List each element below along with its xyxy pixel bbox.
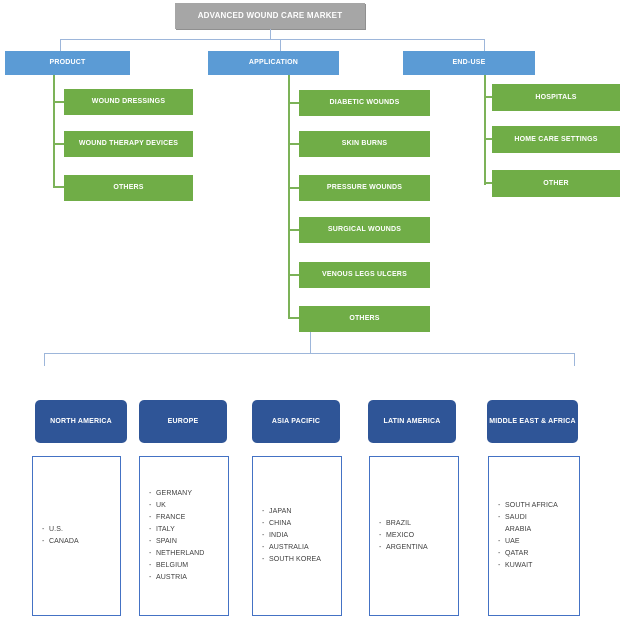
country-item: UAE — [498, 536, 576, 548]
connector-line — [288, 274, 299, 276]
branch-node-label: APPLICATION — [248, 59, 299, 67]
segment-node-venous-legs-ulcers: VENOUS LEGS ULCERS — [299, 262, 430, 288]
country-list: GERMANY UK FRANCE ITALY SPAIN NETHERLAND… — [140, 488, 228, 584]
country-item: GERMANY — [149, 488, 225, 500]
segment-node-label: OTHERS — [349, 315, 380, 323]
connector-line — [53, 75, 55, 188]
connector-line — [484, 39, 485, 51]
region-node-label: LATIN AMERICA — [383, 417, 441, 425]
connector-line — [484, 75, 486, 185]
country-item: INDIA — [262, 530, 338, 542]
connector-line — [53, 186, 64, 188]
country-item: BRAZIL — [379, 518, 455, 530]
root-node-label: ADVANCED WOUND CARE MARKET — [197, 10, 343, 20]
country-list: JAPAN CHINA INDIA AUSTRALIA SOUTH KOREA — [253, 506, 341, 566]
segment-node-wound-dressings: WOUND DRESSINGS — [64, 89, 193, 115]
root-node: ADVANCED WOUND CARE MARKET — [175, 3, 365, 29]
country-item: JAPAN — [262, 506, 338, 518]
branch-node-product: PRODUCT — [5, 51, 130, 75]
connector-line — [484, 138, 492, 140]
connector-line — [310, 332, 311, 353]
segment-node-wound-therapy-devices: WOUND THERAPY DEVICES — [64, 131, 193, 157]
segment-node-label: HOSPITALS — [535, 93, 577, 101]
country-list: U.S. CANADA — [33, 524, 120, 548]
branch-node-end-use: END-USE — [403, 51, 535, 75]
country-item: SOUTH AFRICA — [498, 500, 576, 512]
connector-line — [60, 39, 485, 40]
segment-node-label: OTHER — [543, 179, 569, 187]
region-node-asia-pacific: ASIA PACIFIC — [252, 400, 340, 443]
connector-line — [288, 317, 299, 319]
country-item: CANADA — [42, 536, 117, 548]
region-node-middle-east-africa: MIDDLE EAST & AFRICA — [487, 400, 578, 443]
branch-node-application: APPLICATION — [208, 51, 339, 75]
region-node-label: ASIA PACIFIC — [271, 417, 321, 425]
country-item: SPAIN — [149, 536, 225, 548]
connector-line — [53, 101, 64, 103]
country-item: AUSTRALIA — [262, 542, 338, 554]
connector-line — [288, 102, 299, 104]
country-item: QATAR — [498, 548, 576, 560]
country-item: ITALY — [149, 524, 225, 536]
country-item: CHINA — [262, 518, 338, 530]
region-node-north-america: NORTH AMERICA — [35, 400, 127, 443]
country-item: SOUTH KOREA — [262, 554, 338, 566]
connector-line — [288, 75, 290, 319]
branch-node-label: PRODUCT — [49, 59, 86, 67]
connector-line — [288, 143, 299, 145]
segment-node-hospitals: HOSPITALS — [492, 84, 620, 111]
country-item: ARGENTINA — [379, 542, 455, 554]
region-node-label: MIDDLE EAST & AFRICA — [489, 417, 576, 425]
segment-node-label: PRESSURE WOUNDS — [326, 184, 403, 192]
connector-line — [484, 182, 492, 184]
region-node-label: EUROPE — [167, 417, 199, 425]
segment-node-surgical-wounds: SURGICAL WOUNDS — [299, 217, 430, 243]
connector-line — [60, 39, 61, 51]
connector-line — [484, 96, 492, 98]
segment-node-label: VENOUS LEGS ULCERS — [322, 271, 407, 279]
country-list-asia-pacific: JAPAN CHINA INDIA AUSTRALIA SOUTH KOREA — [252, 456, 342, 616]
country-item: NETHERLAND — [149, 548, 225, 560]
connector-line — [53, 143, 64, 145]
segment-node-product-others: OTHERS — [64, 175, 193, 201]
country-item: KUWAIT — [498, 560, 576, 572]
country-item: FRANCE — [149, 512, 225, 524]
segment-node-skin-burns: SKIN BURNS — [299, 131, 430, 157]
segment-node-label: SURGICAL WOUNDS — [327, 226, 402, 234]
country-item: SAUDI ARABIA — [498, 512, 576, 536]
connector-line — [288, 187, 299, 189]
segment-node-label: WOUND DRESSINGS — [91, 98, 166, 106]
country-list-latin-america: BRAZIL MEXICO ARGENTINA — [369, 456, 459, 616]
segment-node-label: WOUND THERAPY DEVICES — [78, 140, 179, 148]
connector-line — [288, 229, 299, 231]
segment-node-pressure-wounds: PRESSURE WOUNDS — [299, 175, 430, 201]
country-list-middle-east-africa: SOUTH AFRICA SAUDI ARABIA UAE QATAR KUWA… — [488, 456, 580, 616]
segment-node-label: SKIN BURNS — [341, 140, 388, 148]
country-item: U.S. — [42, 524, 117, 536]
segment-node-application-others: OTHERS — [299, 306, 430, 332]
country-item: BELGIUM — [149, 560, 225, 572]
connector-line — [44, 353, 575, 354]
segment-node-home-care-settings: HOME CARE SETTINGS — [492, 126, 620, 153]
segment-node-label: DIABETIC WOUNDS — [329, 99, 400, 107]
country-item: AUSTRIA — [149, 572, 225, 584]
segment-node-label: OTHERS — [113, 184, 144, 192]
branch-node-label: END-USE — [452, 59, 486, 67]
connector-line — [44, 353, 45, 366]
country-list-north-america: U.S. CANADA — [32, 456, 121, 616]
region-node-label: NORTH AMERICA — [50, 417, 112, 425]
connector-line — [270, 29, 271, 39]
connector-line — [574, 353, 575, 366]
connector-line — [280, 39, 281, 51]
segment-node-label: HOME CARE SETTINGS — [514, 135, 598, 143]
region-node-europe: EUROPE — [139, 400, 227, 443]
country-list-europe: GERMANY UK FRANCE ITALY SPAIN NETHERLAND… — [139, 456, 229, 616]
segment-node-end-use-other: OTHER — [492, 170, 620, 197]
country-item: MEXICO — [379, 530, 455, 542]
segment-node-diabetic-wounds: DIABETIC WOUNDS — [299, 90, 430, 116]
region-node-latin-america: LATIN AMERICA — [368, 400, 456, 443]
country-list: SOUTH AFRICA SAUDI ARABIA UAE QATAR KUWA… — [489, 500, 579, 572]
country-item: UK — [149, 500, 225, 512]
country-list: BRAZIL MEXICO ARGENTINA — [370, 518, 458, 554]
